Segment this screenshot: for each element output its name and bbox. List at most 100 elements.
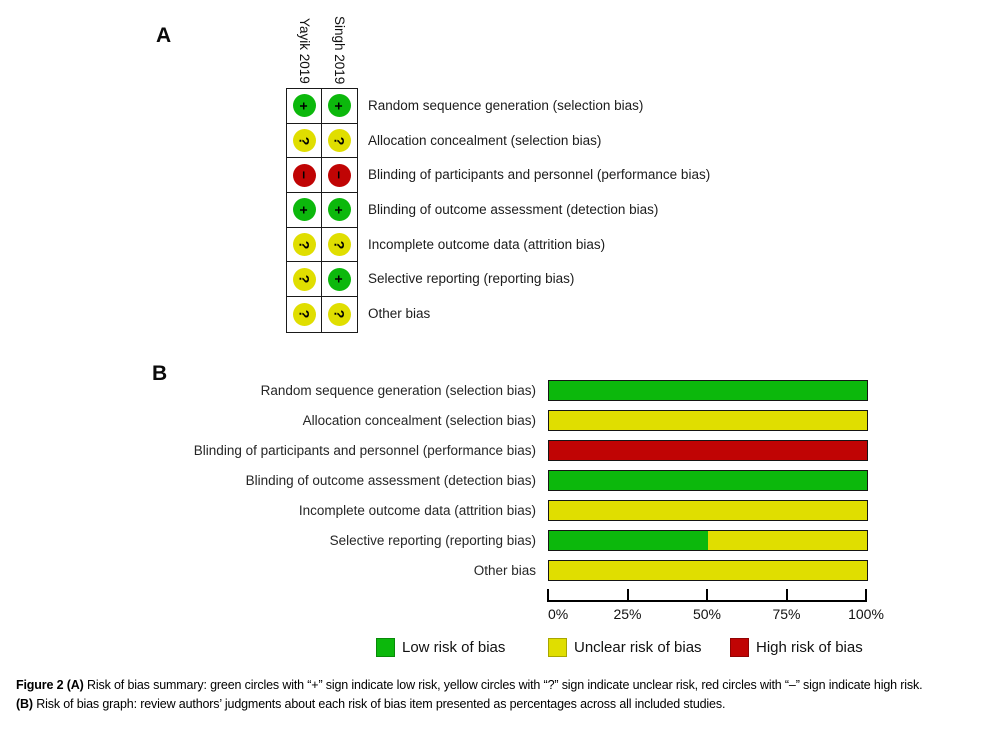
panel-b-letter: B — [152, 362, 168, 385]
panel-a-row-labels: Random sequence generation (selection bi… — [368, 88, 710, 331]
rob-symbol: + — [331, 205, 348, 214]
rob-cell: + — [322, 262, 357, 298]
bias-item-label: Blinding of participants and personnel (… — [368, 167, 711, 183]
bias-item-label: Blinding of participants and personnel (… — [193, 442, 536, 458]
caption-text: Risk of bias summary: green circles with… — [83, 678, 923, 692]
rob-judgment-unclear-icon: ? — [292, 302, 316, 326]
rob-symbol: ? — [331, 136, 348, 145]
rob-symbol: − — [331, 171, 348, 180]
stacked-bar — [548, 529, 868, 551]
caption-text: Risk of bias graph: review authors’ judg… — [32, 697, 726, 711]
bias-item-label: Other bias — [368, 305, 431, 321]
rob-symbol: + — [296, 101, 312, 110]
bar-segment-unclear — [708, 530, 867, 550]
rob-symbol: ? — [296, 310, 312, 319]
legend-label: Low risk of bias — [402, 639, 506, 656]
rob-judgment-low-icon: + — [328, 198, 351, 222]
rob-symbol: ? — [296, 275, 312, 284]
axis-tick-label: 100% — [848, 606, 884, 622]
bias-item-label: Allocation concealment (selection bias) — [368, 132, 602, 148]
figure-caption: Figure 2 (A) Risk of bias summary: green… — [16, 676, 996, 714]
rob-judgment-unclear-icon: ? — [328, 302, 351, 326]
legend-label: High risk of bias — [756, 639, 863, 656]
bias-item-label: Allocation concealment (selection bias) — [302, 412, 536, 428]
bias-row: Allocation concealment (selection bias) — [0, 405, 1007, 435]
bias-item-label: Incomplete outcome data (attrition bias) — [298, 502, 536, 518]
bar-segment-low — [549, 530, 708, 550]
stacked-bar — [548, 559, 868, 581]
rob-cell: − — [287, 158, 322, 194]
risk-of-bias-summary-grid: + +?? − − + +??? +?? — [286, 88, 358, 333]
rob-judgment-unclear-icon: ? — [328, 129, 351, 153]
bias-item-label: Random sequence generation (selection bi… — [368, 97, 644, 113]
rob-cell: ? — [322, 297, 357, 332]
bar-segment-unclear — [549, 560, 867, 580]
axis-tick — [785, 589, 788, 602]
legend-item-high: High risk of bias — [730, 638, 863, 657]
rob-cell: + — [322, 193, 357, 228]
stacked-bar — [548, 499, 868, 521]
axis-tick-label: 50% — [692, 606, 722, 622]
figure-caption-line: Figure 2 (A) Risk of bias summary: green… — [16, 676, 996, 695]
legend-item-low: Low risk of bias — [376, 638, 505, 657]
stacked-bar — [548, 469, 868, 491]
bias-item-label: Selective reporting (reporting bias) — [329, 532, 536, 548]
bias-row: Incomplete outcome data (attrition bias) — [0, 495, 1007, 525]
percentage-axis: 0%25%50%75%100% — [547, 589, 884, 625]
bias-item-label: Random sequence generation (selection bi… — [260, 382, 536, 398]
bias-item-label: Blinding of outcome assessment (detectio… — [245, 472, 536, 488]
axis-tick-label: 0% — [548, 606, 569, 622]
legend-swatch-low — [376, 638, 395, 657]
bias-row: Blinding of participants and personnel (… — [0, 435, 1007, 465]
bar-segment-unclear — [549, 500, 867, 520]
rob-cell: + — [287, 193, 322, 228]
rob-symbol: ? — [296, 240, 312, 249]
rob-judgment-high-icon: − — [328, 163, 351, 187]
legend-swatch-high — [730, 638, 749, 657]
stacked-bar — [548, 409, 868, 431]
bias-item-label: Other bias — [473, 562, 536, 578]
rob-cell: ? — [287, 297, 322, 332]
bar-segment-high — [549, 440, 867, 460]
rob-symbol: ? — [296, 136, 312, 145]
rob-judgment-unclear-icon: ? — [292, 233, 316, 257]
rob-symbol: ? — [331, 240, 348, 249]
bar-segment-low — [549, 470, 867, 490]
rob-judgment-low-icon: + — [292, 94, 316, 118]
rob-cell: ? — [287, 227, 322, 263]
stacked-bar — [548, 379, 868, 401]
study-column-header: Singh 2019 — [332, 16, 347, 85]
figure-caption-line: (B) Risk of bias graph: review authors’ … — [16, 695, 996, 714]
legend-swatch-unclear — [548, 638, 567, 657]
panel-a-letter: A — [156, 24, 172, 47]
axis-tick — [865, 589, 867, 602]
legend-label: Unclear risk of bias — [574, 639, 702, 656]
study-column-header: Yayik 2019 — [297, 18, 312, 84]
stacked-bar — [548, 439, 868, 461]
axis-tick — [706, 589, 708, 602]
axis-tick-label: 75% — [772, 606, 801, 622]
rob-judgment-unclear-icon: ? — [292, 267, 316, 291]
rob-cell: ? — [322, 124, 357, 159]
rob-symbol: − — [296, 171, 312, 180]
caption-text: (B) — [16, 697, 33, 711]
rob-symbol: + — [331, 275, 348, 284]
rob-cell: ? — [322, 228, 357, 263]
rob-judgment-high-icon: − — [292, 163, 316, 187]
bias-row: Selective reporting (reporting bias) — [0, 525, 1007, 555]
bias-row: Blinding of outcome assessment (detectio… — [0, 465, 1007, 495]
risk-of-bias-bar-rows: Random sequence generation (selection bi… — [0, 375, 1007, 585]
risk-legend: Low risk of bias Unclear risk of bias High… — [0, 638, 1007, 664]
bar-segment-unclear — [549, 410, 867, 430]
rob-cell: − — [322, 158, 357, 194]
rob-judgment-low-icon: + — [328, 94, 351, 118]
rob-symbol: + — [296, 205, 312, 214]
caption-text: Figure 2 (A) — [16, 678, 84, 692]
rob-judgment-unclear-icon: ? — [328, 233, 351, 257]
rob-cell: + — [322, 89, 357, 124]
rob-judgment-unclear-icon: ? — [292, 129, 316, 153]
rob-cell: ? — [287, 123, 322, 159]
legend-item-unclear: Unclear risk of bias — [548, 638, 702, 657]
bar-segment-low — [549, 380, 867, 400]
